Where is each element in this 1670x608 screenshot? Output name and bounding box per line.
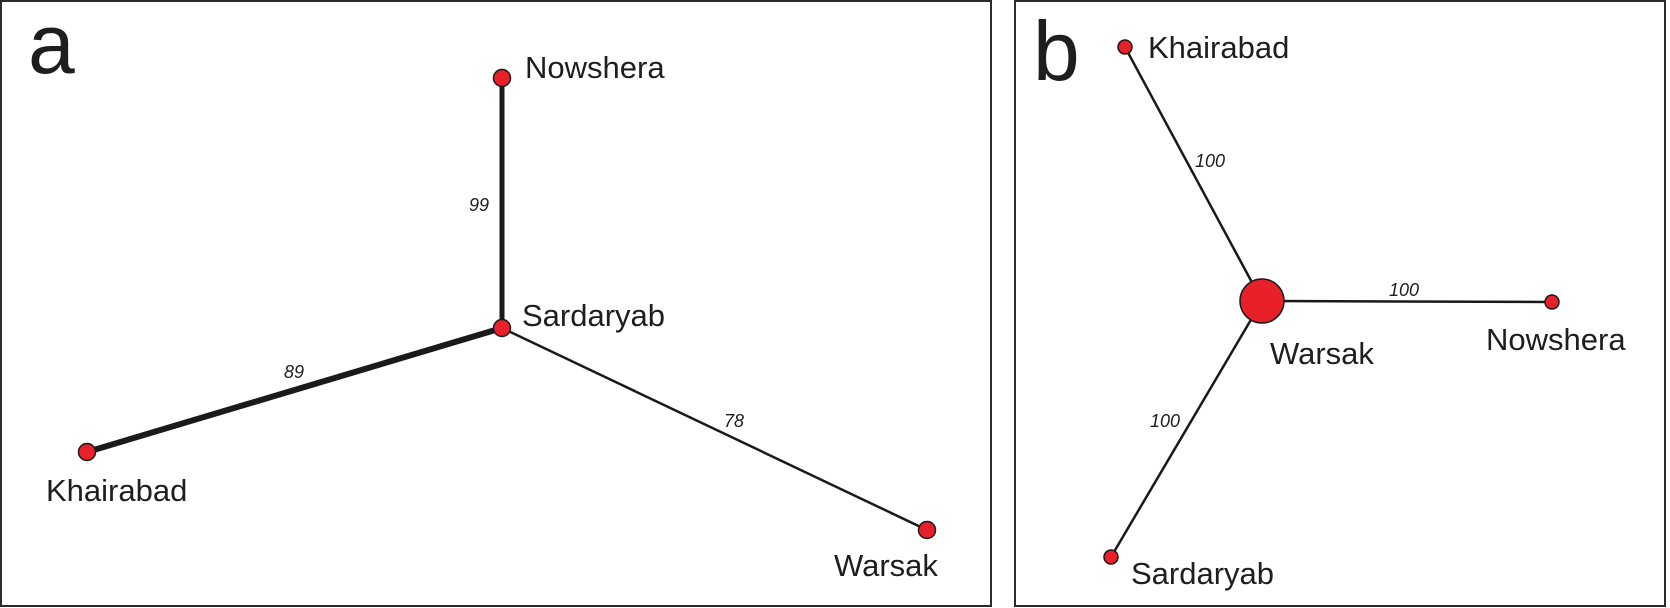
panel-a-frame — [0, 0, 992, 607]
edge-support-label: 100 — [1195, 151, 1225, 171]
edge-support-label: 78 — [724, 411, 744, 431]
panel-a-node-labels: Nowshera Sardaryab Khairabad Warsak — [46, 50, 938, 583]
node-khairabad — [77, 442, 97, 462]
node-label-khairabad: Khairabad — [1148, 30, 1289, 65]
node-label-nowshera: Nowshera — [525, 50, 665, 85]
edge-sardaryab-warsak — [500, 326, 929, 532]
panel-b-edges — [1109, 45, 1554, 559]
node-khairabad — [1117, 39, 1133, 55]
panel-b-letter: b — [1033, 4, 1080, 98]
edge-warsak-nowshera — [1260, 299, 1554, 304]
panel-a-letter: a — [28, 0, 75, 91]
edge-support-label: 100 — [1150, 411, 1180, 431]
node-warsak — [917, 520, 937, 540]
panel-b-frame — [1014, 0, 1666, 607]
node-label-sardaryab: Sardaryab — [1131, 556, 1274, 591]
panel-a: a 99 89 78 Nowshera Sardaryab Khairabad … — [0, 0, 992, 607]
node-sardaryab — [1103, 549, 1119, 565]
panel-a-edges — [84, 75, 929, 532]
edge-support-label: 99 — [469, 195, 489, 215]
edge-support-label: 89 — [284, 362, 304, 382]
panel-b-nodes — [1103, 39, 1560, 565]
panel-b-node-labels: Khairabad Warsak Nowshera Sardaryab — [1131, 30, 1626, 591]
panel-b-edge-labels: 100 100 100 — [1150, 151, 1419, 431]
node-label-sardaryab: Sardaryab — [522, 298, 665, 333]
node-sardaryab — [492, 318, 512, 338]
node-label-warsak: Warsak — [834, 548, 938, 583]
edge-support-label: 100 — [1389, 280, 1419, 300]
panel-a-edge-labels: 99 89 78 — [284, 195, 744, 431]
node-label-nowshera: Nowshera — [1486, 322, 1626, 357]
panel-a-nodes — [77, 68, 937, 540]
node-label-warsak: Warsak — [1270, 336, 1374, 371]
node-label-khairabad: Khairabad — [46, 473, 187, 508]
node-nowshera — [492, 68, 512, 88]
panel-b: b 100 100 100 Khairabad Warsak Nowshera … — [1014, 0, 1666, 607]
node-nowshera — [1544, 294, 1560, 310]
edge-warsak-khairabad — [1123, 45, 1264, 303]
edge-sardaryab-khairabad — [84, 325, 505, 455]
node-warsak-hub — [1239, 278, 1285, 324]
edge-warsak-sardaryab — [1109, 299, 1264, 559]
